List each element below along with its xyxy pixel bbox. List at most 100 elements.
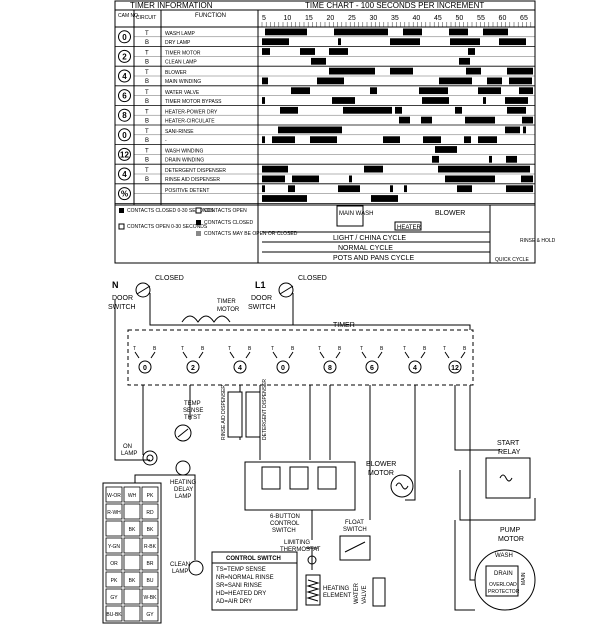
timing-bar [265, 195, 280, 202]
svg-text:TEMP: TEMP [184, 401, 201, 407]
timing-bar [511, 165, 530, 173]
timing-bar [421, 116, 432, 124]
timing-bar [265, 77, 268, 85]
timing-bar [434, 136, 441, 144]
connector-cell [105, 503, 123, 520]
function-bottom: DRAIN WINDING [165, 158, 204, 164]
circuit-bottom: B [145, 40, 149, 46]
cam-circle [118, 147, 131, 161]
increment-15: 15 [305, 15, 313, 22]
timing-bar [280, 106, 295, 114]
svg-text:SENSE: SENSE [183, 408, 203, 414]
timer-cam-label: 4 [238, 365, 242, 372]
timing-bar [262, 175, 285, 183]
svg-text:B: B [248, 346, 252, 352]
timing-bar [483, 97, 486, 104]
connector-wire-label: RD [146, 510, 154, 516]
function-top: SANI-RINSE [165, 129, 194, 135]
timer-cam-label: 8 [328, 365, 332, 372]
timer-cam-4 [323, 360, 337, 374]
timing-bar [476, 116, 495, 124]
cam-circle [118, 89, 131, 103]
connector-cell [105, 537, 123, 554]
timing-bar [445, 87, 448, 95]
closed-label-n: CLOSED [155, 275, 184, 282]
timing-bar [468, 48, 475, 55]
legend-closed: CONTACTS CLOSED [204, 220, 253, 226]
connector-cell [141, 571, 159, 588]
timing-bar [505, 97, 528, 104]
connector-cell [141, 503, 159, 520]
connector-cell [123, 520, 141, 537]
door-switch-l1: L1 CLOSED DOOR SWITCH [248, 275, 327, 311]
svg-text:T: T [403, 346, 406, 352]
increment-65: 65 [520, 15, 528, 22]
circuit-bottom: B [145, 99, 149, 105]
timing-bar [487, 77, 502, 85]
timing-bar [393, 38, 420, 46]
svg-text:NR=NORMAL RINSE: NR=NORMAL RINSE [216, 575, 274, 581]
timing-bar [438, 87, 445, 95]
svg-text:B: B [291, 346, 295, 352]
cam-circle [118, 30, 131, 44]
svg-text:PROTECTOR: PROTECTOR [488, 589, 520, 595]
closed-label-l1: CLOSED [298, 275, 327, 282]
connector-cell [123, 571, 141, 588]
cam-number: 12 [120, 150, 129, 159]
timer-cam-1 [186, 360, 200, 374]
timing-bar [509, 77, 532, 85]
timing-bar [521, 175, 533, 183]
pump-drain: DRAIN [494, 571, 513, 577]
svg-text:ON: ON [123, 444, 132, 450]
svg-text:SWITCH: SWITCH [272, 528, 296, 534]
cycle-normal: NORMAL CYCLE [338, 245, 393, 252]
svg-text:HEATING: HEATING [170, 480, 197, 486]
svg-text:B: B [338, 346, 342, 352]
cam-number: 0 [122, 33, 127, 42]
svg-text:MOTOR: MOTOR [498, 536, 524, 543]
cycle-pots-pans: POTS AND PANS CYCLE [333, 255, 415, 262]
timing-bar [422, 97, 449, 104]
phase-blower: BLOWER [435, 210, 465, 217]
function-bottom: - [165, 138, 167, 144]
temp-sense-thermostat: TEMP SENSE TH'ST [174, 401, 203, 442]
timing-bar [472, 175, 495, 183]
float-switch: FLOAT SWITCH [339, 520, 371, 561]
heating-delay-lamp: HEATING DELAY LAMP [170, 460, 197, 500]
circuit-bottom: B [145, 118, 149, 124]
timing-bar [419, 87, 438, 95]
timing-bar [334, 28, 361, 36]
connector-wire-label: Y-GN [108, 544, 120, 550]
timing-bar [461, 165, 488, 173]
connector-wire-label: R-WH [107, 510, 121, 516]
control-switch-legend: CONTROL SWITCH TS=TEMP SENSE NR=NORMAL R… [211, 551, 298, 611]
svg-text:CLEAN: CLEAN [170, 562, 190, 568]
timing-bar [329, 48, 348, 55]
svg-text:RELAY: RELAY [498, 449, 521, 456]
timing-bar [262, 97, 265, 104]
timing-bar [352, 67, 375, 75]
svg-text:B: B [153, 346, 157, 352]
timing-bar [450, 38, 457, 46]
svg-text:MOTOR: MOTOR [217, 307, 240, 313]
timing-bar [364, 165, 383, 173]
svg-text:SWITCH: SWITCH [108, 304, 136, 311]
function-top: TIMER MOTOR [165, 51, 201, 57]
timing-bar [393, 136, 400, 144]
pump-wash: WASH [495, 553, 513, 559]
timing-bar [280, 195, 307, 202]
timer-motor: TIMER MOTOR [181, 299, 240, 323]
timing-bar [288, 185, 295, 193]
connector-cell [105, 605, 123, 622]
timing-bar [292, 175, 319, 183]
svg-text:DOOR: DOOR [251, 295, 272, 302]
circuit-bottom: B [145, 60, 149, 66]
svg-text:HEATING: HEATING [323, 586, 350, 592]
increment-25: 25 [348, 15, 356, 22]
function-bottom: HEATER-CIRCULATE [165, 118, 215, 124]
connector-wire-label: W-BK [144, 595, 158, 601]
